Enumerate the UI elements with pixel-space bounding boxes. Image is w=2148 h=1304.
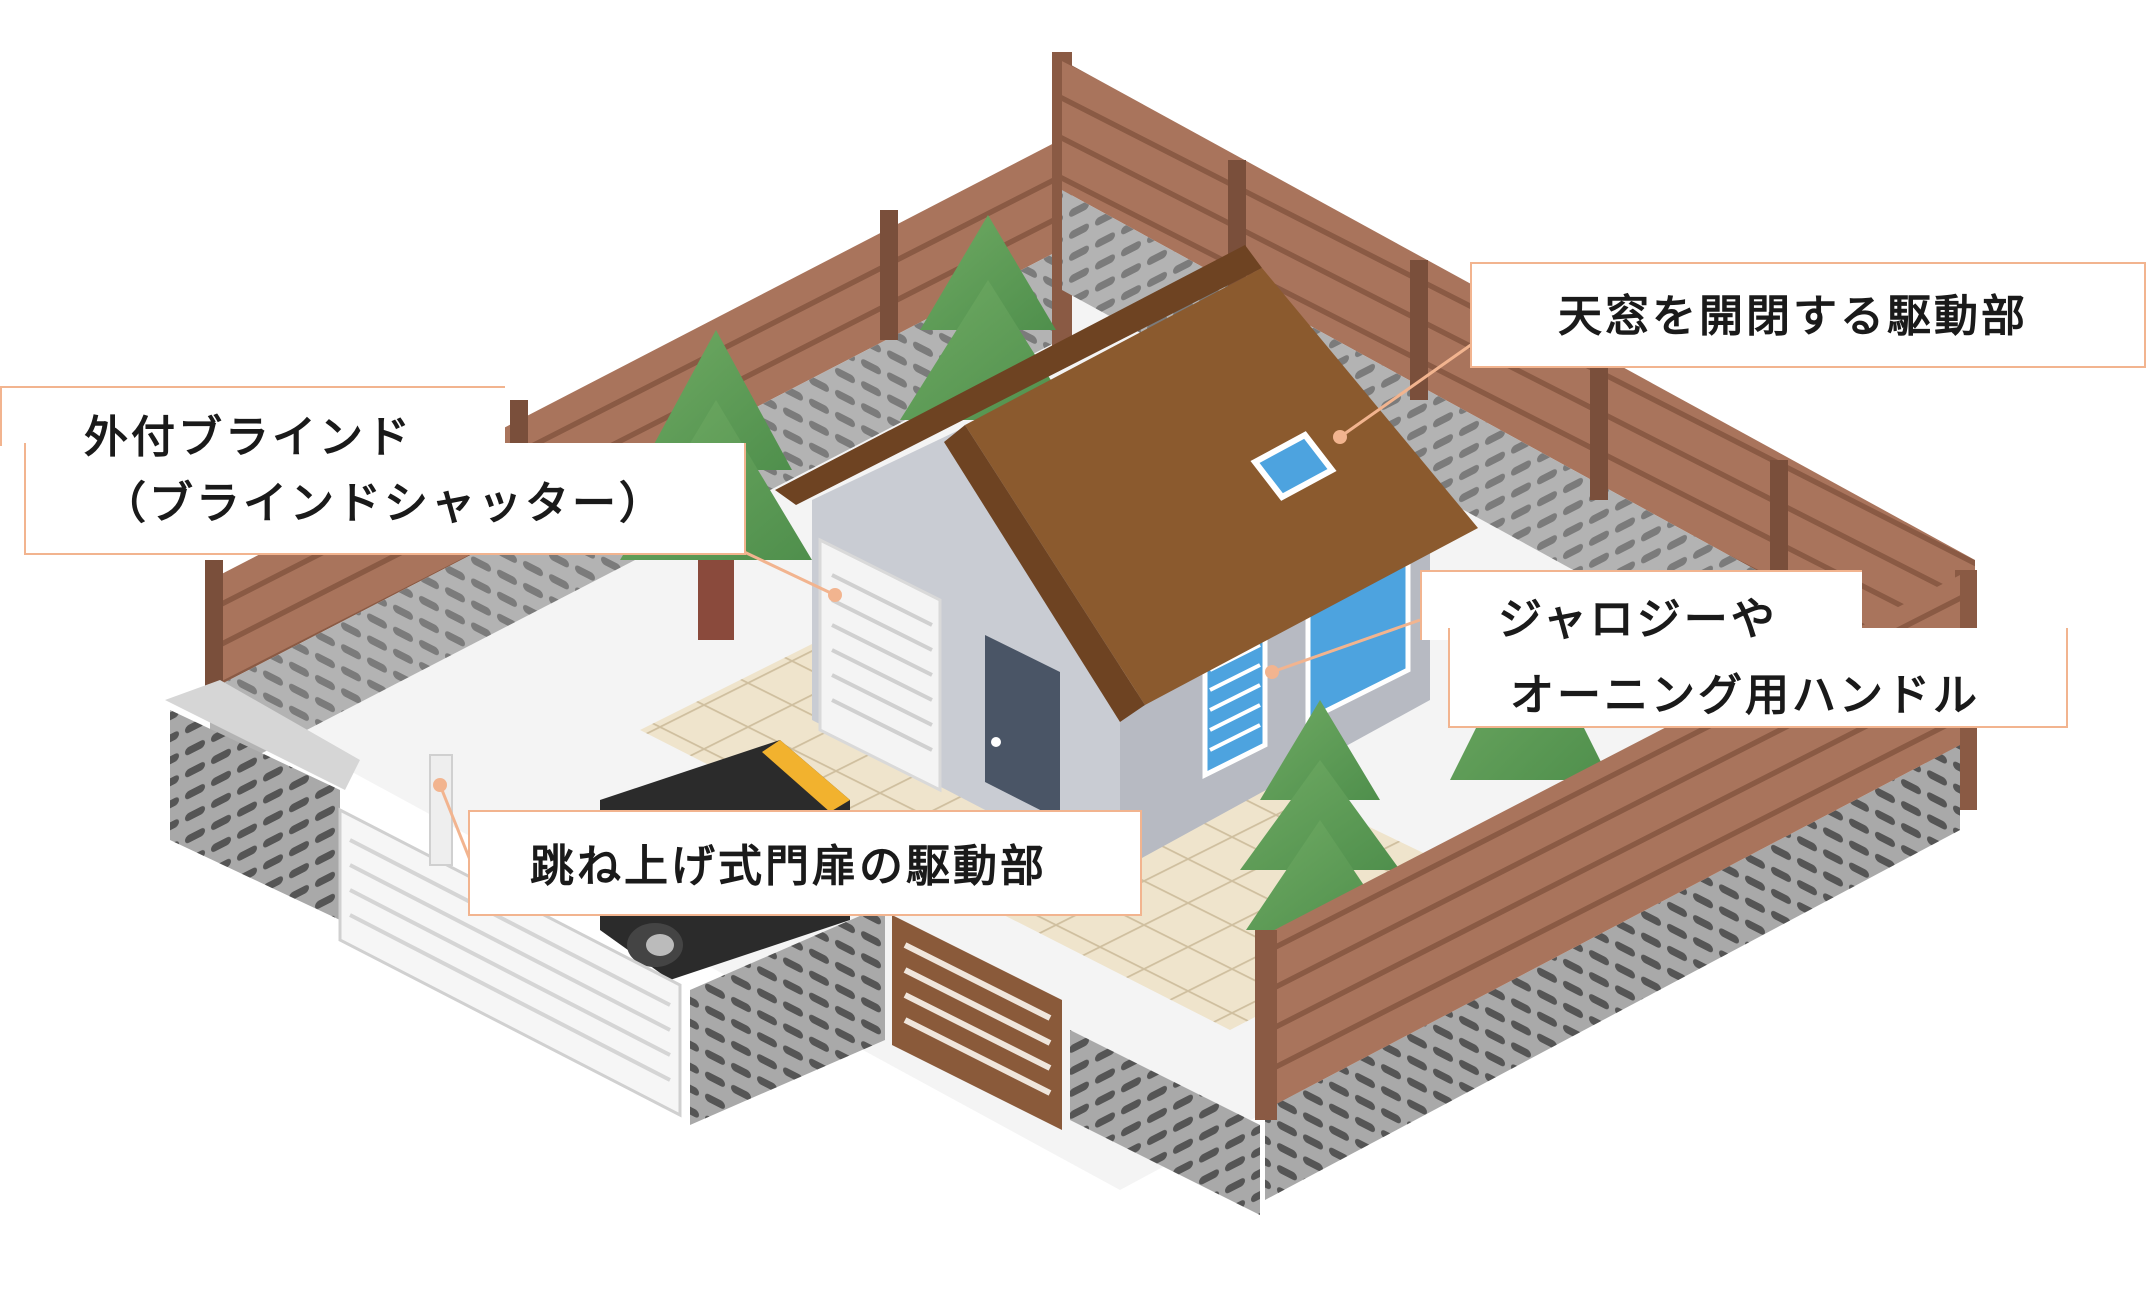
front-center-wall (690, 905, 885, 1125)
callout-blind-box-top (0, 386, 505, 446)
roof (775, 245, 1478, 722)
callout-blind-line2: （ブラインドシャッター） (102, 478, 666, 529)
leader-lines (438, 340, 1476, 861)
callout-jalousie-handle: ジャロジーや オーニング用ハンドル (1498, 582, 1980, 734)
wooden-gate (892, 915, 1062, 1130)
callout-jalousie-line2: オーニング用ハンドル (1510, 670, 1980, 721)
callout-blind-box-bottom (24, 443, 746, 555)
callout-external-blind: 外付ブラインド （ブラインドシャッター） (84, 405, 666, 537)
callout-gate-driver: 跳ね上げ式門扉の駆動部 (468, 810, 1142, 916)
callout-jalousie-line1: ジャロジーや (1498, 594, 1778, 645)
callout-blind-line1: 外付ブラインド (84, 412, 413, 463)
callout-skylight-driver: 天窓を開閉する駆動部 (1470, 262, 2146, 368)
callout-skylight-label: 天窓を開閉する駆動部 (1558, 291, 2028, 342)
tree-back-center (900, 215, 1076, 420)
callout-jalousie-box-bottom (1448, 628, 2068, 728)
skylight (1250, 431, 1337, 501)
callout-gate-label: 跳ね上げ式門扉の駆動部 (530, 841, 1047, 892)
gate (338, 754, 682, 1118)
front-left-wall (165, 680, 360, 920)
